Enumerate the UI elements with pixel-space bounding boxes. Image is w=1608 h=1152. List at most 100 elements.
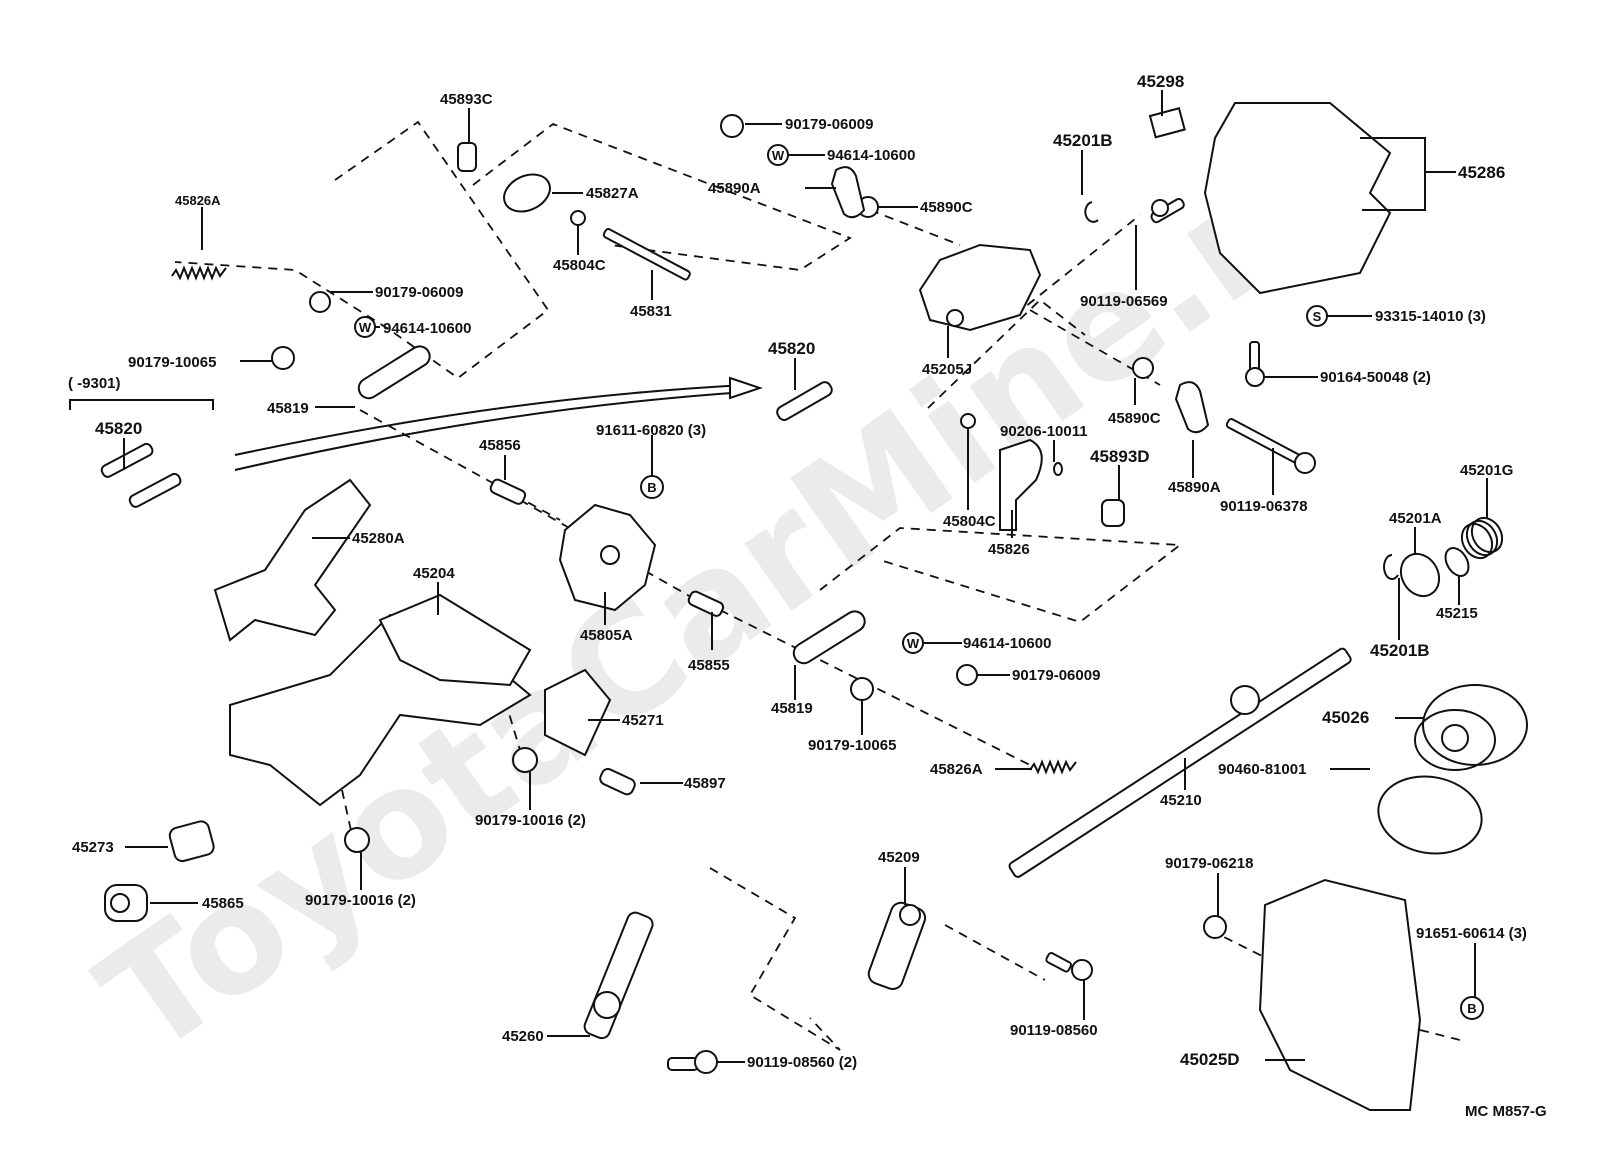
label-45271: 45271 [622, 712, 664, 729]
bolt-symbol-b-a: B [640, 475, 664, 499]
grommet-90179-10016-b [512, 747, 538, 773]
label-45819-b: 45819 [771, 700, 813, 717]
range-bracket [69, 399, 214, 410]
spring-45826A-top [171, 265, 227, 281]
label-90119-06569: 90119-06569 [1080, 293, 1168, 310]
lock-housing-45205J [918, 243, 1042, 332]
dash-link [1209, 929, 1311, 981]
nut-90179-10065-b [850, 677, 874, 701]
screw-90164-50048 [1245, 341, 1265, 387]
label-45893D: 45893D [1090, 447, 1150, 466]
label-45819-a: 45819 [267, 400, 309, 417]
washer-symbol-w-c: W [902, 632, 924, 654]
clip-90206-10011 [1053, 462, 1063, 476]
dash-link [341, 789, 353, 836]
label-94614-10600-c: 94614-10600 [963, 635, 1051, 652]
label-45204: 45204 [413, 565, 455, 582]
rod-45831 [602, 228, 691, 281]
cover-45271 [544, 668, 612, 757]
svg-text:W: W [907, 636, 920, 651]
bolt-90119-08560-a [1045, 952, 1093, 981]
label-45298: 45298 [1137, 72, 1184, 91]
grommet-90179-10016-a [344, 827, 370, 853]
label-45855: 45855 [688, 657, 730, 674]
pin-45855 [687, 590, 725, 617]
dash-link [944, 924, 1046, 981]
lever-45819-b [792, 610, 866, 665]
label-94614-10600-a: 94614-10600 [383, 320, 471, 337]
label-45890A-a: 45890A [708, 180, 761, 197]
reference-code: MC M857-G [1465, 1103, 1547, 1120]
dash-link [359, 409, 561, 521]
label-45831: 45831 [630, 303, 672, 320]
label-45025D: 45025D [1180, 1050, 1240, 1069]
bolt-symbol-b-b: B [1460, 996, 1484, 1020]
label-45890C-a: 45890C [920, 199, 973, 216]
label-45201B-top: 45201B [1053, 131, 1113, 150]
label-90179-10016-b: 90179-10016 (2) [305, 892, 416, 909]
dash-link [1014, 214, 1141, 316]
bearing-45201A [1399, 552, 1441, 598]
lever-45819-a [357, 345, 431, 400]
cover-45286 [1203, 102, 1392, 295]
svg-text:B: B [1467, 1001, 1476, 1016]
label-45280A: 45280A [352, 530, 405, 547]
svg-text:B: B [647, 480, 656, 495]
bolt-45820-left-b [128, 472, 182, 508]
label-93315-14010: 93315-14010 (3) [1375, 308, 1486, 325]
stopper-45893C [457, 142, 477, 172]
bolt-45820-mid [776, 381, 833, 421]
bolt-90119-08560-b [667, 1050, 718, 1074]
leader-lines [123, 90, 1488, 1063]
label-90119-08560-a: 90119-08560 [1010, 1022, 1098, 1039]
label-90164-50048: 90164-50048 (2) [1320, 369, 1431, 386]
label-45890C-b: 45890C [1108, 410, 1161, 427]
svg-text:W: W [772, 148, 785, 163]
label-45826A-top: 45826A [175, 193, 221, 208]
label-45260: 45260 [502, 1028, 544, 1045]
stopper-45893D [1101, 499, 1125, 527]
label-90179-10065-a: 90179-10065 [128, 354, 216, 371]
label-90119-08560-b: 90119-08560 (2) [747, 1054, 857, 1071]
clip-45201B-top [1084, 201, 1099, 223]
svg-text:W: W [359, 320, 372, 335]
label-45897: 45897 [684, 775, 726, 792]
bushing-45865 [104, 884, 148, 922]
label-45205J: 45205J [922, 361, 972, 378]
bolt-90119-06569 [1150, 197, 1185, 224]
label-94614-10600-b: 94614-10600 [827, 147, 915, 164]
clip-45201B-mid [1383, 554, 1399, 580]
label-45890A-b: 45890A [1168, 479, 1221, 496]
shaft-45260 [583, 911, 654, 1040]
arrow-head [729, 376, 764, 400]
column-bracket-upper [378, 593, 532, 687]
cover-45025D [1258, 878, 1422, 1111]
lever-45890A-a [830, 166, 866, 219]
assembly-outline-upper-left-2 [472, 122, 852, 271]
label-90179-06009-a: 90179-06009 [375, 284, 463, 301]
ring-45215 [1444, 547, 1470, 577]
bushing-45273 [168, 820, 215, 863]
joint-45209 [867, 901, 927, 991]
washer-symbol-w-a: W [354, 316, 376, 338]
label-45805A: 45805A [580, 627, 633, 644]
screw-symbol-s: S [1306, 305, 1328, 327]
washer-45804C-mid [960, 413, 976, 429]
assembly-outline-center [927, 298, 1086, 409]
label-45865: 45865 [202, 895, 244, 912]
label-90119-06378: 90119-06378 [1220, 498, 1308, 515]
pin-45856 [489, 478, 527, 505]
label-45026: 45026 [1322, 708, 1369, 727]
assembly-outline-right-lower [819, 527, 1183, 623]
label-45210: 45210 [1160, 792, 1202, 809]
label-45201A: 45201A [1389, 510, 1442, 527]
nut-90179-06009-b [720, 114, 744, 138]
label-90460-81001: 90460-81001 [1218, 761, 1306, 778]
nut-45890C-b [1132, 357, 1154, 379]
label-45856: 45856 [479, 437, 521, 454]
pointer-arrow [234, 384, 746, 471]
label-45826: 45826 [988, 541, 1030, 558]
label-45209: 45209 [878, 849, 920, 866]
label-90206-10011: 90206-10011 [1000, 423, 1088, 440]
